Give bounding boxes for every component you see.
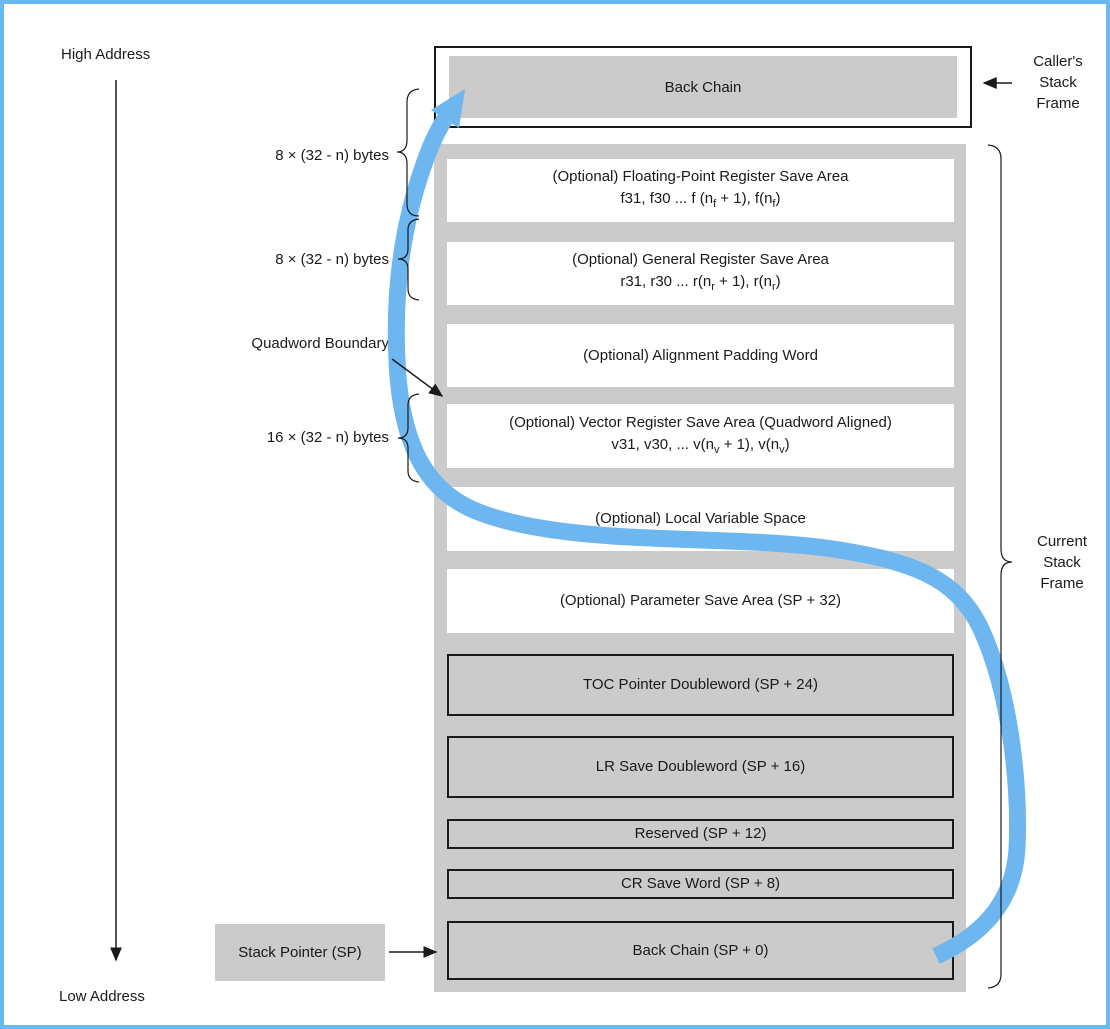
caller-back-chain-box: Back Chain xyxy=(449,56,957,118)
size-label-gr: 8 × (32 - n) bytes xyxy=(275,251,389,268)
quadword-boundary-label: Quadword Boundary xyxy=(251,335,389,352)
box-vector-register-save-area: (Optional) Vector Register Save Area (Qu… xyxy=(447,404,954,468)
size-label-fp: 8 × (32 - n) bytes xyxy=(275,147,389,164)
caller-stack-frame-label: Caller's Stack Frame xyxy=(1033,53,1083,112)
box-fp-register-save-area: (Optional) Floating-Point Register Save … xyxy=(447,159,954,222)
stack-pointer-label: Stack Pointer (SP) xyxy=(238,944,362,961)
box-parameter-save-area: (Optional) Parameter Save Area (SP + 32) xyxy=(447,569,954,633)
caller-back-chain-label: Back Chain xyxy=(664,78,742,96)
box-cr-save-word: CR Save Word (SP + 8) xyxy=(447,869,954,899)
current-stack-frame-label: Current Stack Frame xyxy=(1036,533,1088,592)
box-back-chain-sp0: Back Chain (SP + 0) xyxy=(447,921,954,980)
box-toc-pointer-doubleword: TOC Pointer Doubleword (SP + 24) xyxy=(447,654,954,716)
box-lr-save-doubleword: LR Save Doubleword (SP + 16) xyxy=(447,736,954,798)
box-general-register-save-area: (Optional) General Register Save Area r3… xyxy=(447,242,954,305)
brace-vr-area xyxy=(397,393,420,483)
size-label-vr: 16 × (32 - n) bytes xyxy=(266,429,389,446)
brace-gr-area xyxy=(397,218,420,301)
low-address-label: Low Address xyxy=(59,988,145,1005)
high-address-label: High Address xyxy=(61,46,151,63)
box-reserved: Reserved (SP + 12) xyxy=(447,819,954,849)
brace-current-frame xyxy=(987,144,1013,989)
brace-fp-area xyxy=(396,88,420,217)
caller-frame-box: Back Chain xyxy=(434,46,972,128)
box-local-variable-space: (Optional) Local Variable Space xyxy=(447,487,954,551)
box-alignment-padding-word: (Optional) Alignment Padding Word xyxy=(447,324,954,387)
stack-pointer-box: Stack Pointer (SP) xyxy=(215,924,385,981)
